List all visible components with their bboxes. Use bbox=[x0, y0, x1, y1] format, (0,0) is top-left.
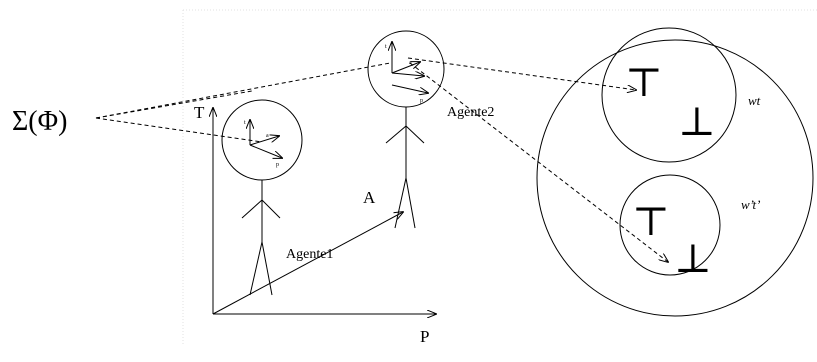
dashed-line-to-agent1-upper bbox=[95, 90, 253, 119]
path-a-arrow bbox=[212, 212, 403, 315]
agent1-a-label: a bbox=[266, 133, 269, 139]
agent1-figure: t a p Agente1 bbox=[221, 99, 333, 296]
agent2-a-axis-2 bbox=[391, 73, 424, 76]
world-w-prime-bottom-symbol: ⊥ bbox=[674, 236, 712, 281]
agent2-left-arm bbox=[385, 125, 407, 144]
world-wt-label: wt bbox=[748, 93, 761, 108]
agent2-left-leg bbox=[394, 177, 407, 229]
agent1-p-label: p bbox=[276, 162, 279, 168]
agent2-right-arm bbox=[405, 125, 425, 144]
agent1-head bbox=[221, 99, 303, 181]
world-wt-bottom-symbol: ⊥ bbox=[678, 99, 716, 144]
agent1-right-leg bbox=[261, 241, 273, 296]
agent1-t-label: t bbox=[244, 120, 246, 126]
world-w-prime-label: w’t’ bbox=[741, 197, 761, 212]
dashed-line-to-agent1-lower bbox=[95, 117, 263, 143]
world-w-prime-circle bbox=[619, 174, 721, 276]
agent2-t-label: t bbox=[385, 44, 387, 50]
agent2-right-leg bbox=[405, 177, 416, 229]
world-wt-circle bbox=[601, 27, 737, 163]
agent2-p-axis bbox=[391, 84, 428, 93]
dashed-arrow-to-w-prime bbox=[409, 62, 668, 262]
agent2-name: Agente2 bbox=[447, 105, 494, 120]
agent1-right-arm bbox=[261, 199, 281, 219]
agent1-left-arm bbox=[241, 199, 263, 219]
world-wt-top-symbol: ⊤ bbox=[625, 60, 663, 105]
agent2-a-axis bbox=[391, 62, 420, 74]
t-axis-label: T bbox=[194, 103, 205, 122]
worlds-outer-circle bbox=[536, 39, 814, 317]
world-w-prime-top-symbol: ⊤ bbox=[632, 199, 670, 244]
dashed-line-to-agent2 bbox=[95, 62, 391, 119]
agent2-head bbox=[367, 30, 445, 108]
agent1-a-axis bbox=[249, 136, 279, 146]
p-axis-label: P bbox=[420, 327, 429, 346]
agent1-left-leg bbox=[249, 241, 263, 296]
world-wt: ⊤ ⊥ wt bbox=[601, 27, 761, 163]
path-a-label: A bbox=[363, 188, 376, 207]
sigma-phi-formula: Σ(Φ) bbox=[12, 106, 67, 137]
agent1-name: Agente1 bbox=[286, 247, 333, 262]
agent1-p-axis bbox=[249, 144, 282, 158]
dashed-arrow-to-wt bbox=[407, 57, 636, 90]
agent2-figure: t a p Agente2 bbox=[367, 30, 494, 229]
agent2-p-label: p bbox=[420, 98, 423, 104]
world-w-prime: ⊤ ⊥ w’t’ bbox=[619, 174, 761, 281]
